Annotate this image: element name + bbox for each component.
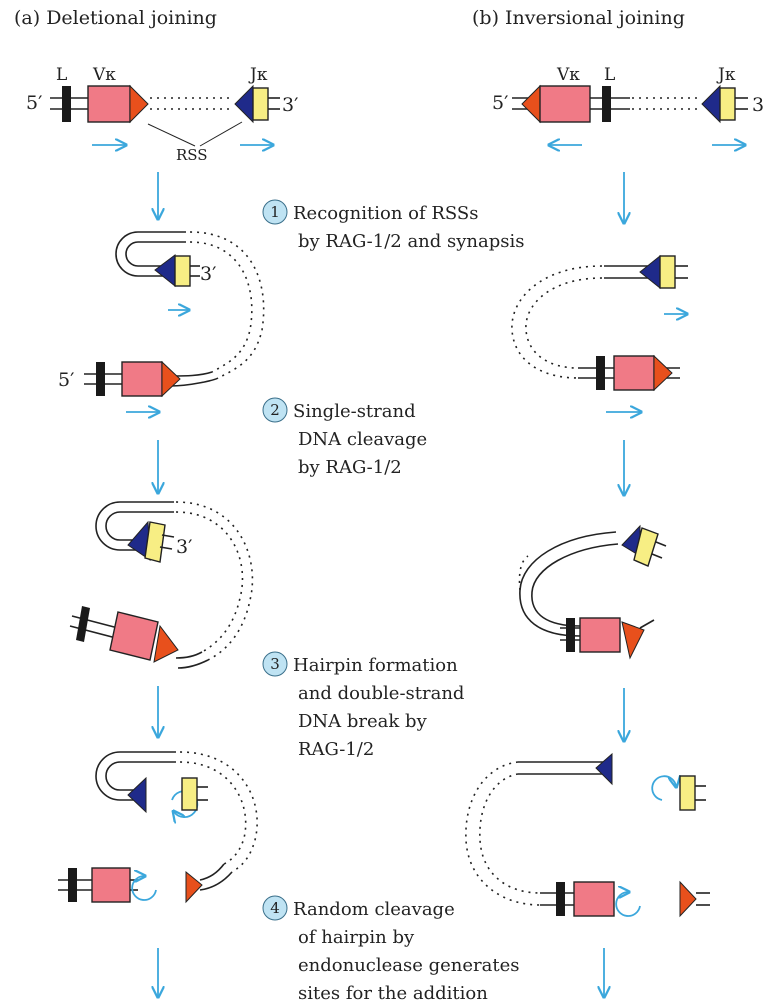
step-1-number: 1 bbox=[270, 203, 280, 221]
right-nicked-row bbox=[519, 526, 666, 658]
step-4-caption: 4 Random cleavage of hairpin by endonucl… bbox=[263, 896, 520, 1004]
right-v-segment bbox=[540, 86, 590, 122]
left-synapsis-row: 3′ 5′ bbox=[58, 232, 264, 412]
right-five-prime: 5′ bbox=[492, 92, 508, 114]
step-2-line-1: Single-strand bbox=[293, 401, 416, 422]
step-3-line-4: RAG-1/2 bbox=[298, 739, 374, 760]
left-l-label: L bbox=[56, 65, 67, 85]
step-4-line-1: Random cleavage bbox=[293, 899, 455, 920]
step-2-number: 2 bbox=[270, 401, 280, 419]
step-3-line-3: DNA break by bbox=[298, 711, 428, 732]
step-3-caption: 3 Hairpin formation and double-strand DN… bbox=[263, 652, 464, 760]
step-1-line-1: Recognition of RSSs bbox=[293, 203, 479, 224]
right-v-label: Vκ bbox=[556, 65, 580, 85]
left-nicked-three-prime: 3′ bbox=[176, 536, 192, 558]
step-1-caption: 1 Recognition of RSSs by RAG-1/2 and syn… bbox=[263, 200, 525, 252]
right-synapsis-row bbox=[512, 256, 688, 412]
left-leader-bar bbox=[62, 86, 71, 122]
step-3-number: 3 bbox=[270, 655, 280, 673]
deletional-joining-title: (a) Deletional joining bbox=[14, 7, 217, 29]
right-three-trunc: 3 bbox=[752, 94, 764, 116]
right-j-label: Jκ bbox=[716, 65, 736, 85]
left-v-rss-triangle bbox=[130, 86, 148, 122]
left-nicked-row: 3′ bbox=[70, 502, 252, 668]
left-v-label: Vκ bbox=[92, 65, 116, 85]
step-2-line-2: DNA cleavage bbox=[298, 429, 427, 450]
right-j-segment bbox=[720, 88, 735, 120]
right-v-rss-triangle bbox=[522, 86, 540, 122]
step-2-caption: 2 Single-strand DNA cleavage by RAG-1/2 bbox=[263, 398, 427, 478]
right-leader-bar bbox=[602, 86, 611, 122]
left-j-label: Jκ bbox=[248, 65, 268, 85]
step-4-line-2: of hairpin by bbox=[298, 927, 415, 948]
left-v-segment bbox=[88, 86, 130, 122]
step-2-line-3: by RAG-1/2 bbox=[298, 457, 402, 478]
left-j-rss-triangle bbox=[235, 86, 253, 122]
inversional-joining-title: (b) Inversional joining bbox=[472, 7, 685, 29]
left-germline-row: L Vκ Jκ 5′ 3′ RSS bbox=[26, 65, 298, 164]
right-l-label: L bbox=[604, 65, 615, 85]
left-synapsis-five-prime: 5′ bbox=[58, 369, 74, 391]
left-three-prime: 3′ bbox=[282, 94, 298, 116]
left-synapsis-three-prime: 3′ bbox=[200, 263, 216, 285]
left-j-segment bbox=[253, 88, 268, 120]
right-germline-row: Vκ L Jκ 5′ 3 bbox=[492, 65, 764, 145]
left-five-prime: 5′ bbox=[26, 92, 42, 114]
step-3-line-1: Hairpin formation bbox=[293, 655, 458, 676]
step-4-line-3: endonuclease generates bbox=[298, 955, 520, 976]
step-4-line-4: sites for the addition bbox=[298, 983, 488, 1004]
step-1-line-2: by RAG-1/2 and synapsis bbox=[298, 231, 525, 252]
left-hairpin-row bbox=[58, 752, 257, 902]
step-4-number: 4 bbox=[270, 899, 280, 917]
right-j-rss-triangle bbox=[702, 86, 720, 122]
right-hairpin-row bbox=[466, 754, 710, 916]
step-3-line-2: and double-strand bbox=[298, 683, 464, 704]
rss-label: RSS bbox=[176, 146, 208, 164]
